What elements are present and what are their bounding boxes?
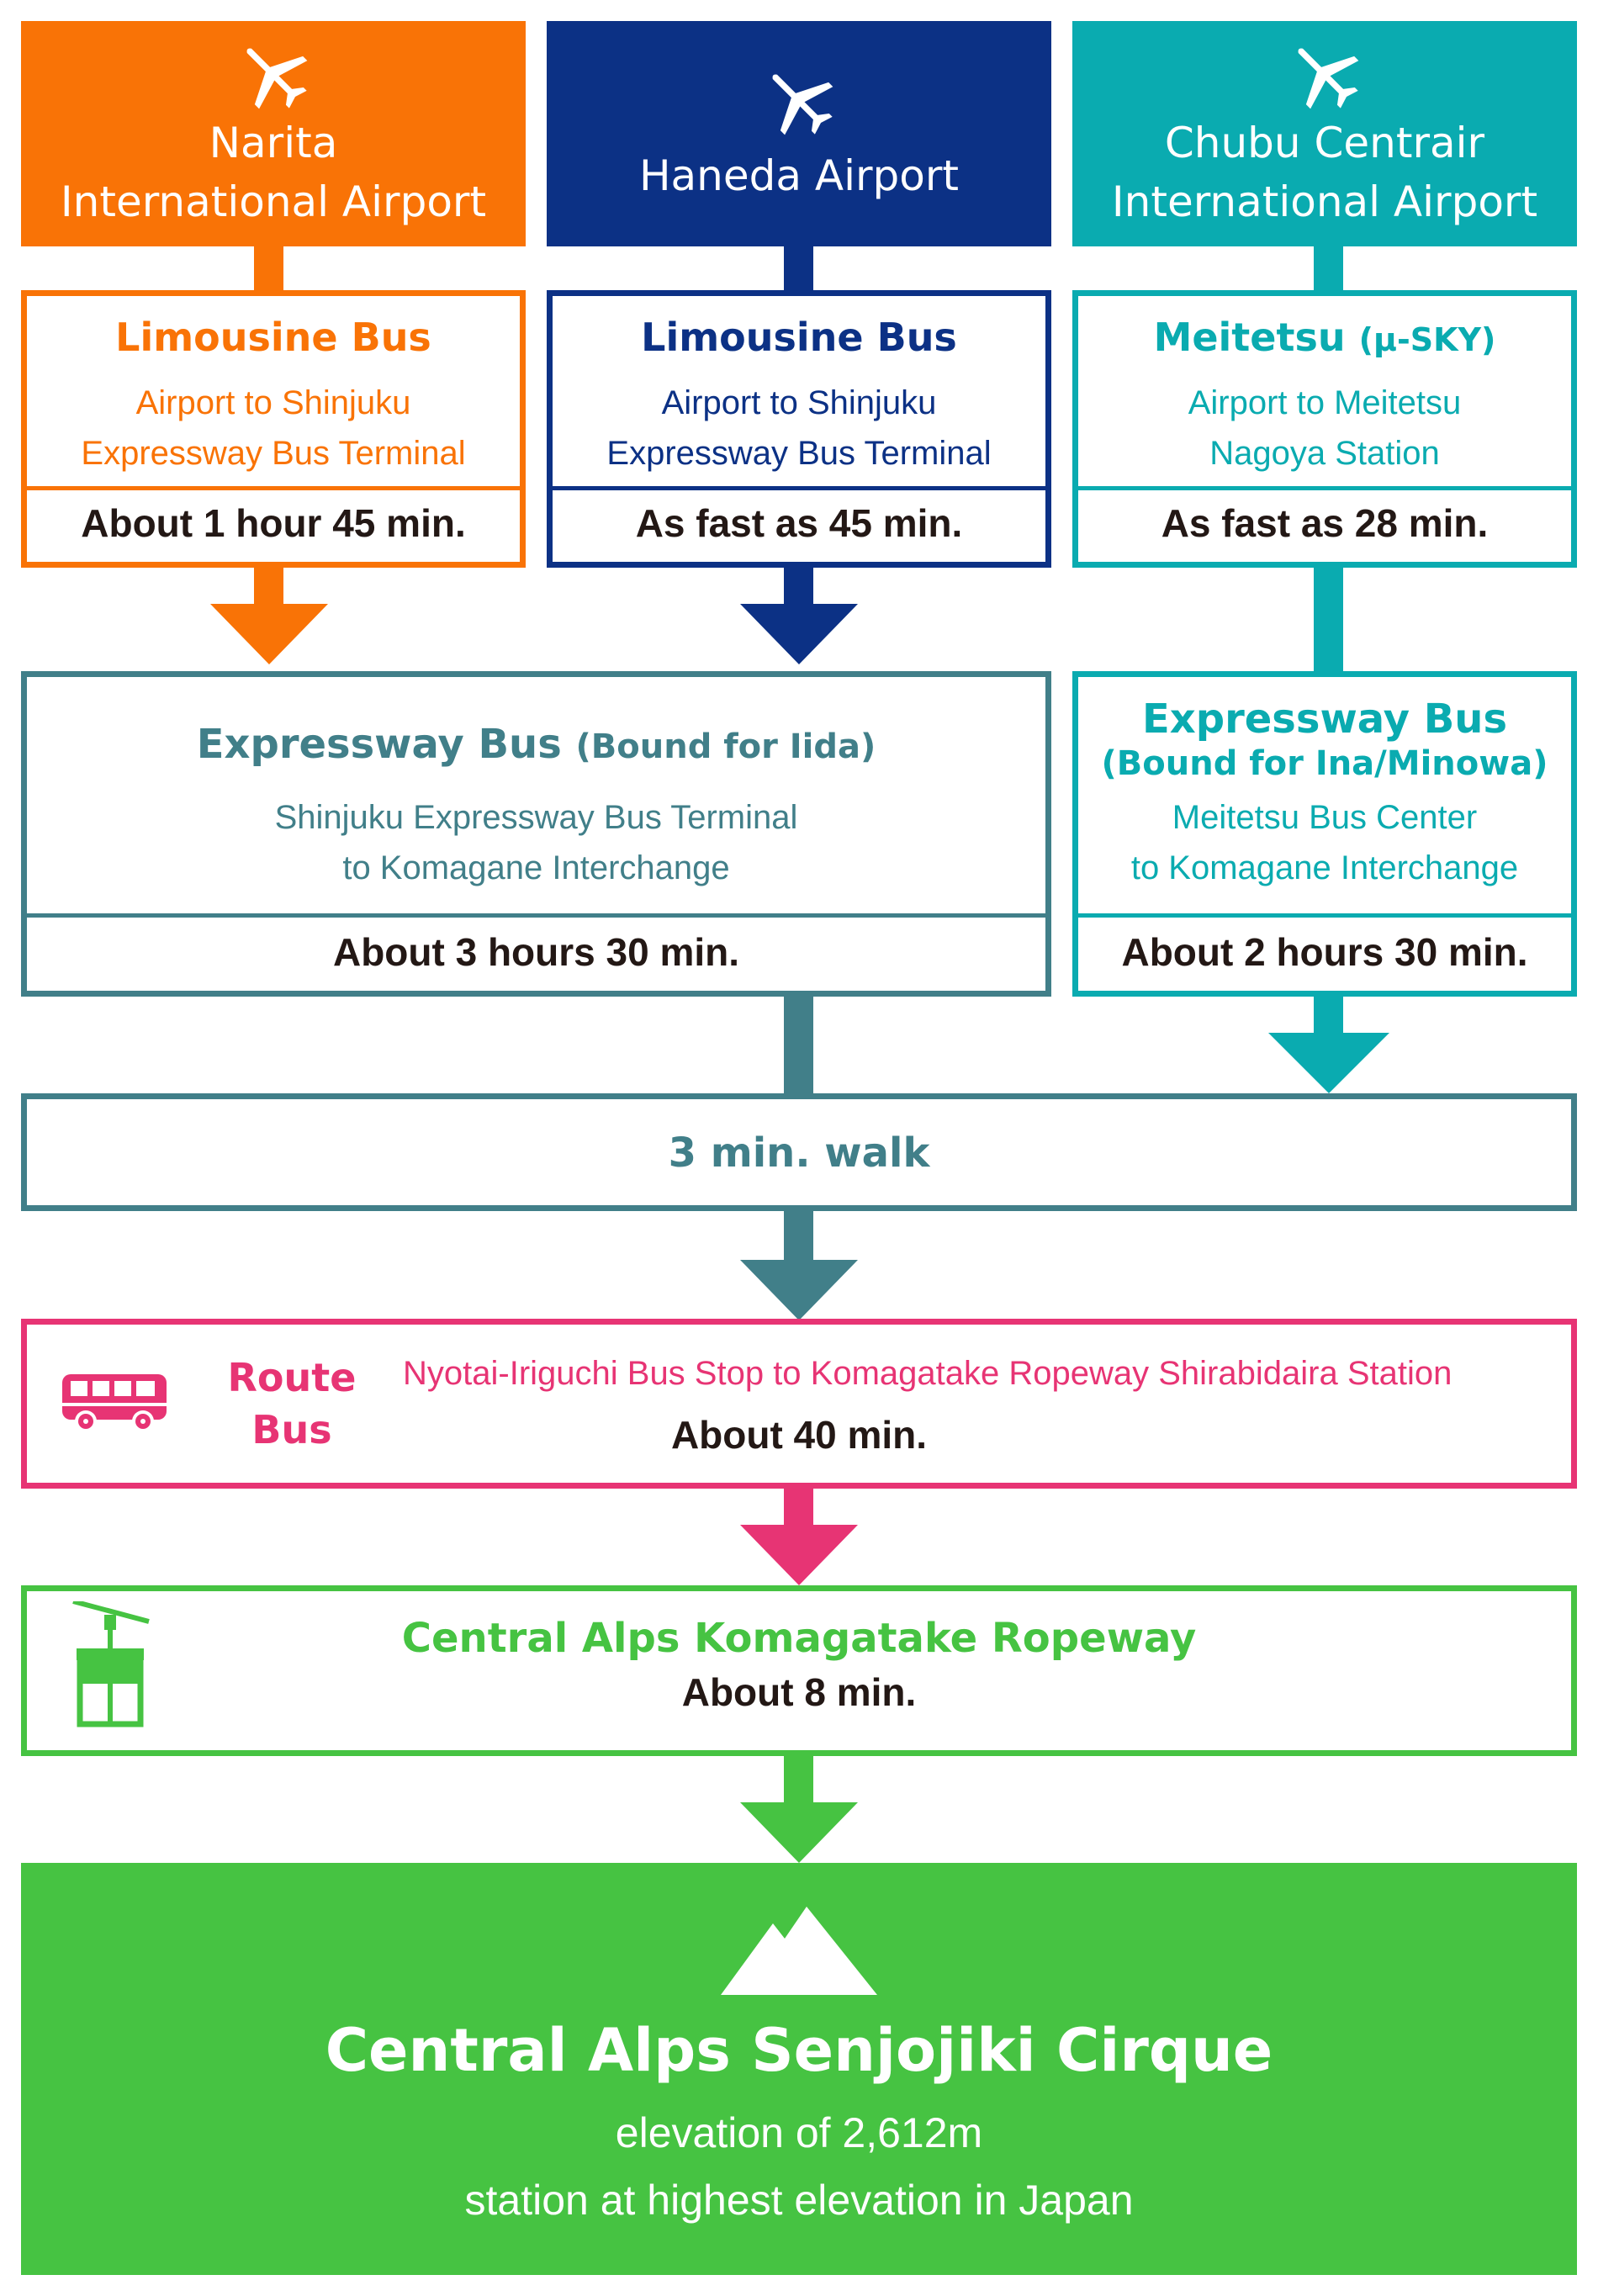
airplane-icon <box>1298 48 1359 109</box>
chubu-leg-desc2: Nagoya Station <box>1209 435 1440 472</box>
narita-stem <box>254 244 283 294</box>
express-ina-title-sub: (Bound for Ina/Minowa) <box>1101 744 1548 783</box>
narita-title-line2: International Airport <box>60 177 487 226</box>
route-bus-desc: Nyotai-Iriguchi Bus Stop to Komagatake R… <box>403 1355 1452 1392</box>
narita-arrow-head <box>210 604 328 664</box>
ropeway-arrow-shaft <box>784 1752 813 1804</box>
narita-leg-title: Limousine Bus <box>115 315 431 360</box>
express-iida-time: About 3 hours 30 min. <box>332 930 740 974</box>
destination-title: Central Alps Senjojiki Cirque <box>325 2016 1273 2085</box>
narita-leg-desc1: Airport to Shinjuku <box>135 384 411 421</box>
haneda-leg-title: Limousine Bus <box>641 315 957 360</box>
express-ina-box: Expressway Bus (Bound for Ina/Minowa) Me… <box>1072 671 1577 997</box>
haneda-arrow-shaft <box>784 563 813 606</box>
haneda-limousine-box: Limousine Bus Airport to Shinjuku Expres… <box>547 290 1051 568</box>
chubu-leg-desc: Airport to Meitetsu Nagoya Station <box>1078 378 1571 479</box>
mountain-icon <box>721 1907 877 1995</box>
route-bus-time: About 40 min. <box>670 1413 928 1457</box>
walk-arrow-shaft <box>784 1207 813 1262</box>
chubu-stem <box>1314 244 1343 294</box>
gondola-icon <box>72 1601 150 1727</box>
ropeway-box: Central Alps Komagatake Ropeway About 8 … <box>21 1585 1577 1756</box>
walk-arrow-head <box>740 1260 858 1320</box>
chubu-header: Chubu Centrair International Airport <box>1072 21 1577 246</box>
ina-arrow-head <box>1268 1033 1389 1093</box>
haneda-leg-desc1: Airport to Shinjuku <box>661 384 937 421</box>
route-arrow-shaft <box>784 1484 813 1526</box>
airplane-icon <box>246 48 308 109</box>
express-iida-desc1: Shinjuku Expressway Bus Terminal <box>274 799 798 836</box>
chubu-leg-title-row: Meitetsu (μ-SKY) <box>1078 315 1571 360</box>
express-ina-desc1: Meitetsu Bus Center <box>1172 799 1478 836</box>
narita-limousine-box: Limousine Bus Airport to Shinjuku Expres… <box>21 290 526 568</box>
chubu-connector <box>1314 563 1343 677</box>
route-arrow-head <box>740 1525 858 1585</box>
ina-arrow-shaft <box>1314 992 1343 1034</box>
express-ina-desc2: to Komagane Interchange <box>1130 849 1519 886</box>
divider <box>553 486 1045 490</box>
express-ina-title: Expressway Bus <box>1141 696 1508 743</box>
walk-label: 3 min. walk <box>668 1129 930 1177</box>
haneda-leg-desc: Airport to Shinjuku Expressway Bus Termi… <box>553 378 1045 479</box>
walk-box: 3 min. walk <box>21 1093 1577 1211</box>
narita-leg-desc2: Expressway Bus Terminal <box>81 435 466 472</box>
destination-box: Central Alps Senjojiki Cirque elevation … <box>21 1863 1577 2275</box>
route-bus-label2: Bus <box>251 1407 332 1452</box>
express-iida-desc2: to Komagane Interchange <box>342 849 730 886</box>
destination-elevation: elevation of 2,612m <box>615 2109 983 2156</box>
haneda-leg-desc2: Expressway Bus Terminal <box>606 435 992 472</box>
chubu-leg-desc1: Airport to Meitetsu <box>1188 384 1462 421</box>
divider <box>1078 486 1571 490</box>
divider <box>27 913 1045 918</box>
chubu-leg-title-sub: (μ-SKY) <box>1358 321 1496 358</box>
express-iida-box: Expressway Bus (Bound for Iida) Shinjuku… <box>21 671 1051 997</box>
ropeway-time: About 8 min. <box>681 1670 917 1714</box>
chubu-title-line1: Chubu Centrair <box>1164 119 1485 167</box>
chubu-leg-time: As fast as 28 min. <box>1161 501 1489 545</box>
haneda-stem <box>784 244 813 294</box>
divider <box>27 486 520 490</box>
divider <box>1078 913 1571 918</box>
airplane-icon <box>772 74 833 135</box>
express-iida-title: Expressway Bus <box>196 721 562 768</box>
destination-note: station at highest elevation in Japan <box>464 2177 1134 2224</box>
haneda-leg-time: As fast as 45 min. <box>635 501 963 545</box>
narita-title-line1: Narita <box>209 119 338 167</box>
route-bus-box: Route Bus Nyotai-Iriguchi Bus Stop to Ko… <box>21 1319 1577 1489</box>
express-iida-desc: Shinjuku Expressway Bus Terminal to Koma… <box>27 792 1045 893</box>
narita-header: Narita International Airport <box>21 21 526 246</box>
narita-leg-desc: Airport to Shinjuku Expressway Bus Termi… <box>27 378 520 479</box>
haneda-arrow-head <box>740 604 858 664</box>
express-iida-title-row: Expressway Bus (Bound for Iida) <box>27 721 1045 768</box>
chubu-title-line2: International Airport <box>1111 177 1538 226</box>
haneda-title: Haneda Airport <box>638 151 960 200</box>
route-bus-label: Route Bus <box>204 1352 380 1456</box>
express-ina-desc: Meitetsu Bus Center to Komagane Intercha… <box>1078 792 1571 893</box>
ropeway-title: Central Alps Komagatake Ropeway <box>401 1615 1197 1662</box>
bus-icon <box>62 1374 167 1432</box>
chubu-meitetsu-box: Meitetsu (μ-SKY) Airport to Meitetsu Nag… <box>1072 290 1577 568</box>
haneda-header: Haneda Airport <box>547 21 1051 246</box>
chubu-leg-title: Meitetsu <box>1153 315 1346 360</box>
express-iida-title-sub: (Bound for Iida) <box>575 727 876 766</box>
ropeway-arrow-head <box>740 1802 858 1863</box>
express-ina-time: About 2 hours 30 min. <box>1121 930 1528 974</box>
iida-connector <box>784 992 813 1102</box>
route-bus-label1: Route <box>227 1355 357 1400</box>
narita-arrow-shaft <box>254 563 283 606</box>
narita-leg-time: About 1 hour 45 min. <box>81 501 466 545</box>
